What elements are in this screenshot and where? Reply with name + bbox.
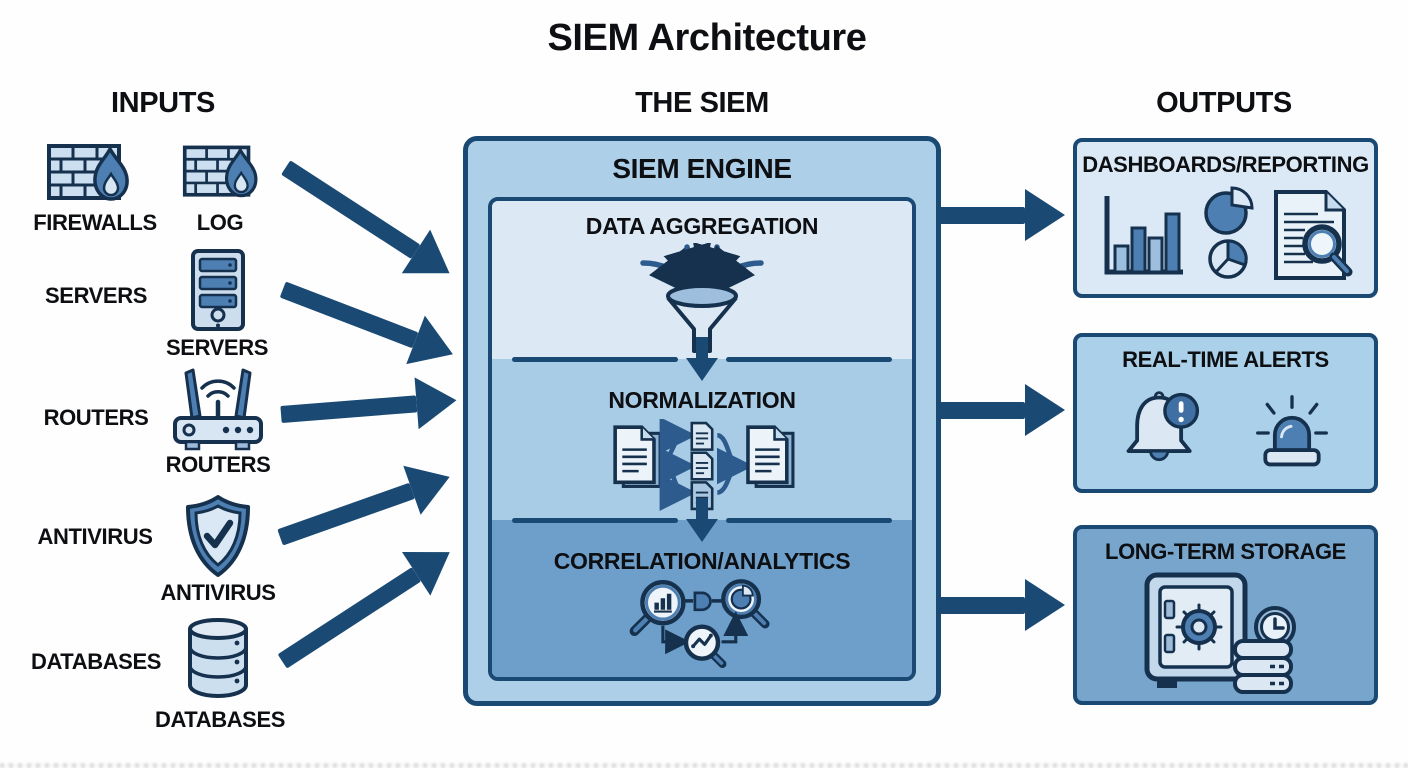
input-caption-databases: DATABASES [154,707,286,732]
clock-icon [1254,606,1296,648]
stage-label-correlation-analytics: CORRELATION/ANALYTICS [553,548,851,574]
firewall-icon [182,142,264,202]
output-title-storage: LONG-TERM STORAGE [1105,539,1346,564]
arrow-siem-to-dashboards [939,189,1065,241]
input-caption-antivirus: ANTIVIRUS [160,580,276,605]
siem-engine-inner-box: DATA AGGREGATION NORMALIZATION [488,197,916,681]
input-caption-servers: SERVERS [166,335,268,360]
siem-column-header: THE SIEM [635,87,769,119]
input-side-label-antivirus: ANTIVIRUS [37,524,153,549]
server-icon [190,248,246,332]
output-title-alerts: REAL-TIME ALERTS [1122,347,1329,372]
input-label-firewalls: FIREWALLS [33,210,157,235]
router-icon [172,366,264,452]
inputs-column-header: INPUTS [111,87,215,119]
input-caption-routers: ROUTERS [165,452,271,477]
outputs-column-header: OUTPUTS [1156,87,1292,119]
long-term-storage-icons [1144,572,1296,694]
vault-icon [1144,572,1248,688]
database-icon [186,616,250,700]
output-box-dashboards: DASHBOARDS/REPORTING [1073,138,1378,298]
stage-normalization: NORMALIZATION [492,359,912,520]
analytics-magnifiers-icon [492,576,912,672]
firewall-icon [46,141,136,205]
siren-icon [1255,395,1328,467]
output-box-storage: LONG-TERM STORAGE [1073,525,1378,705]
report-magnifier-icon [1273,190,1352,280]
siem-engine-title: SIEM ENGINE [612,153,792,184]
siem-engine-box: SIEM ENGINE DATA AGGREGATION [463,136,941,706]
output-box-alerts: REAL-TIME ALERTS [1073,333,1378,493]
divider-aggregation-normalization [492,337,912,381]
output-title-dashboards: DASHBOARDS/REPORTING [1082,152,1369,177]
bottom-artifact [0,763,1408,768]
input-side-label-routers: ROUTERS [43,405,149,430]
page-title: SIEM Architecture [547,17,867,59]
disk-stack-icon [1233,639,1293,694]
arrow-siem-to-storage [939,579,1065,631]
input-label-log: LOG [196,210,244,235]
stage-label-data-aggregation: DATA AGGREGATION [585,213,819,239]
divider-normalization-correlation [492,498,912,542]
pie-charts-icon [1203,186,1254,279]
stage-correlation-analytics: CORRELATION/ANALYTICS [492,520,912,677]
down-arrow-icon [686,337,718,381]
bar-chart-icon [1104,196,1183,275]
antivirus-shield-icon [184,494,252,578]
down-arrow-icon [686,498,718,542]
arrow-siem-to-alerts [939,384,1065,436]
stage-data-aggregation: DATA AGGREGATION [492,201,912,359]
input-side-label-databases: DATABASES [30,649,162,674]
arrow-routers-to-siem [279,374,459,440]
alert-bell-icon [1126,391,1199,462]
input-side-label-servers: SERVERS [45,283,147,308]
stage-label-normalization: NORMALIZATION [608,387,796,413]
